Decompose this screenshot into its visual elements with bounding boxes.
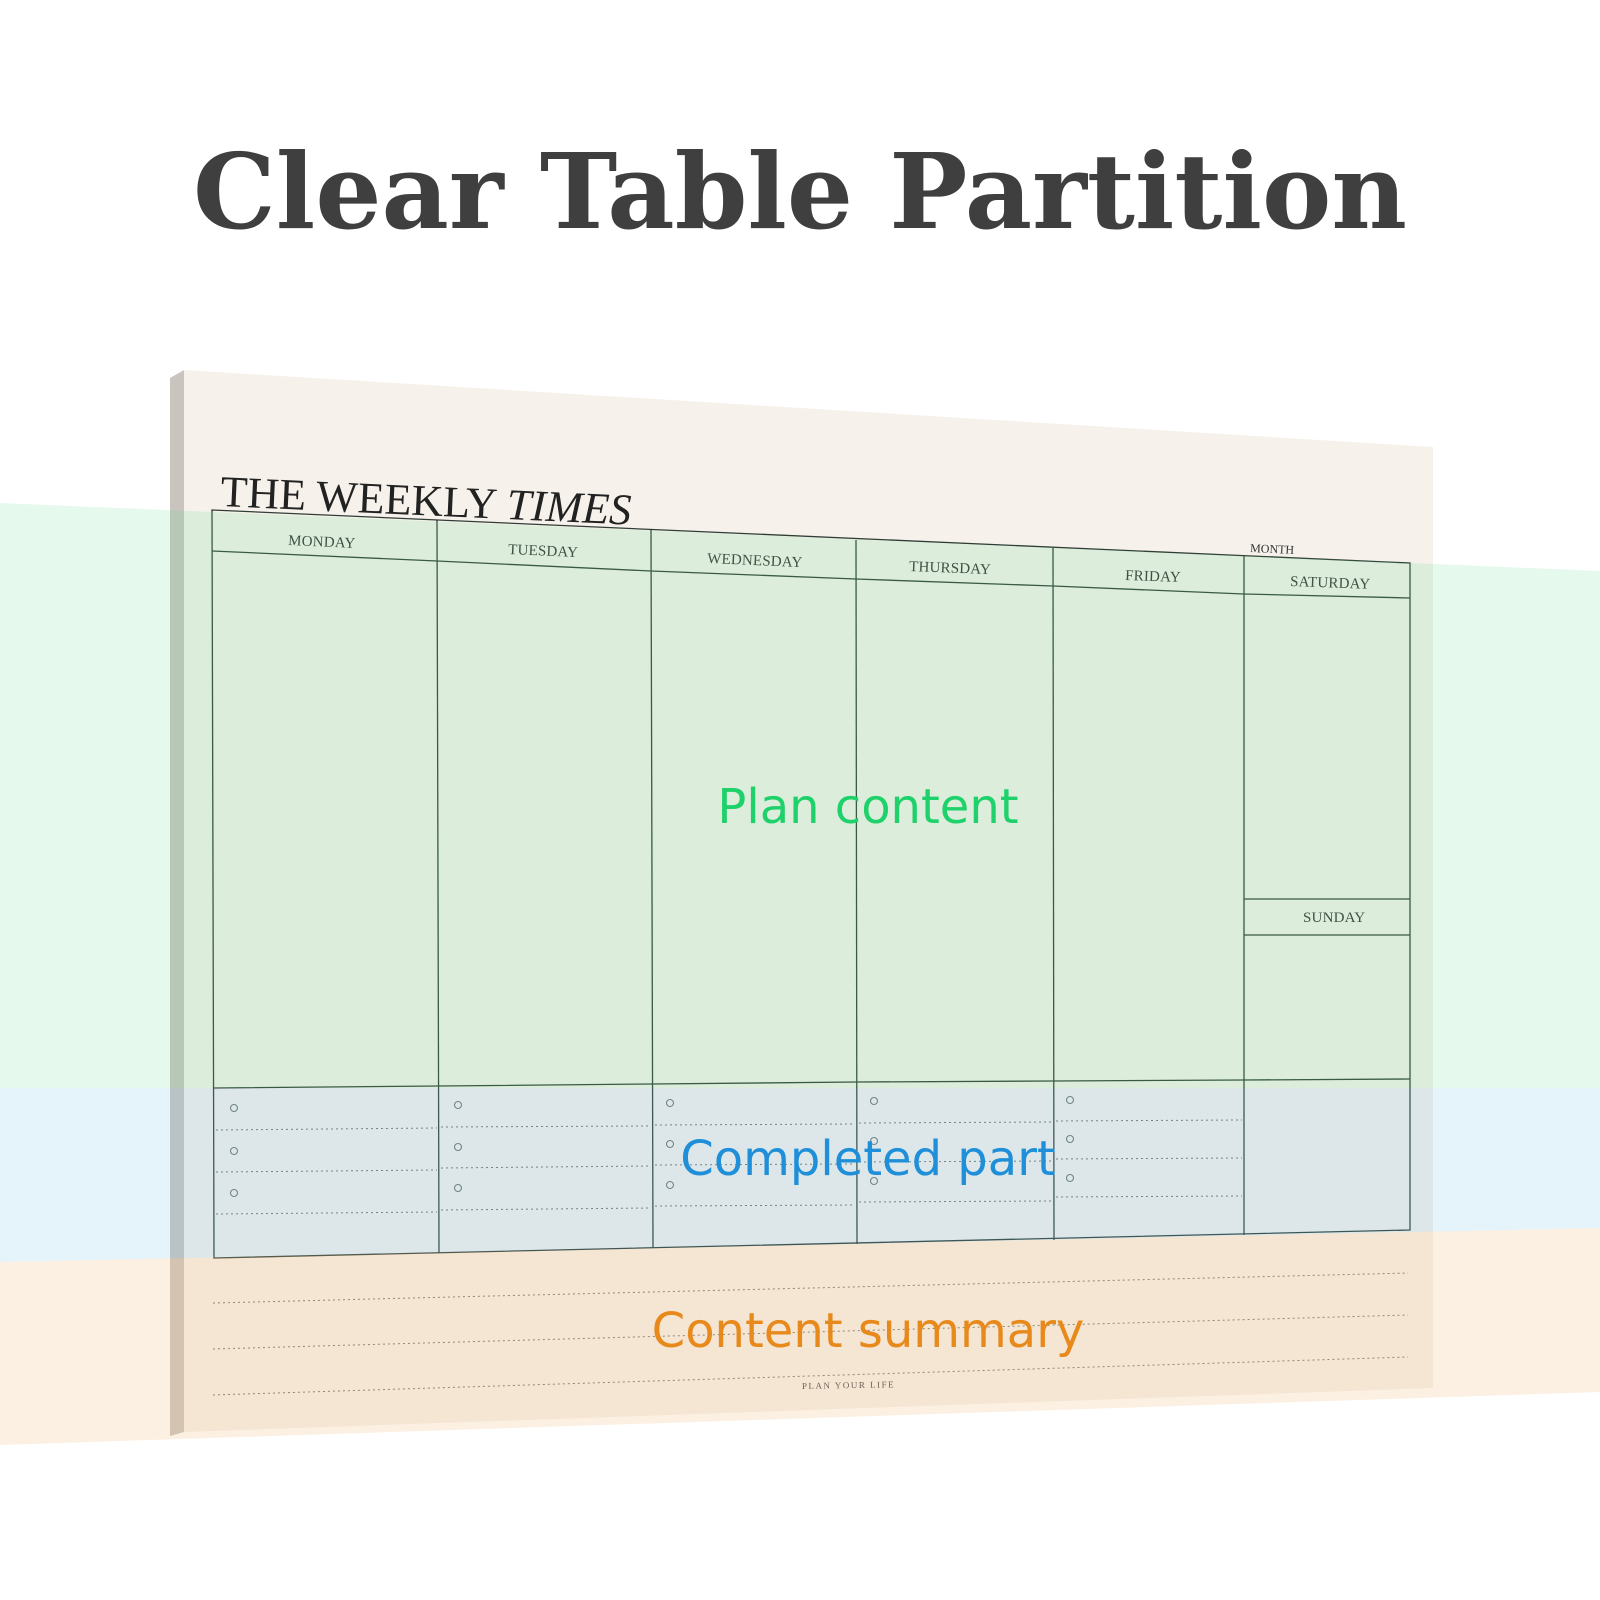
headline: Clear Table Partition xyxy=(193,130,1407,253)
divider-wed xyxy=(650,529,654,1249)
day-sunday: SUNDAY xyxy=(1303,910,1365,926)
checklist-lines xyxy=(215,1119,1243,1215)
day-saturday: SATURDAY xyxy=(1290,574,1371,593)
zone-plan-label: Plan content xyxy=(717,779,1018,835)
zone-completed-overlay xyxy=(0,1088,1600,1262)
planner-paper xyxy=(184,370,1433,1432)
divider-thu xyxy=(855,539,858,1245)
zone-summary-overlay xyxy=(0,1228,1600,1445)
day-thursday: THURSDAY xyxy=(909,559,991,578)
pad-side-edge xyxy=(170,370,184,1436)
divider-tue xyxy=(436,519,440,1254)
planner-footer: PLAN YOUR LIFE xyxy=(802,1379,895,1391)
zone-summary-label: Content summary xyxy=(652,1303,1085,1359)
zone-plan-overlay xyxy=(0,503,1600,1088)
day-monday: MONDAY xyxy=(288,533,356,552)
summary-lines xyxy=(212,1272,1409,1396)
day-wednesday: WEDNESDAY xyxy=(707,551,803,571)
day-tuesday: TUESDAY xyxy=(508,542,579,561)
zone-completed-label: Completed part xyxy=(680,1131,1056,1187)
completed-divider xyxy=(213,1078,1411,1089)
weekly-grid xyxy=(211,509,1411,1259)
divider-fri xyxy=(1052,547,1055,1241)
grid-outline xyxy=(211,509,1411,1259)
checkbox-circles xyxy=(229,1095,1075,1198)
month-label: MONTH xyxy=(1250,541,1295,557)
day-friday: FRIDAY xyxy=(1125,568,1181,586)
